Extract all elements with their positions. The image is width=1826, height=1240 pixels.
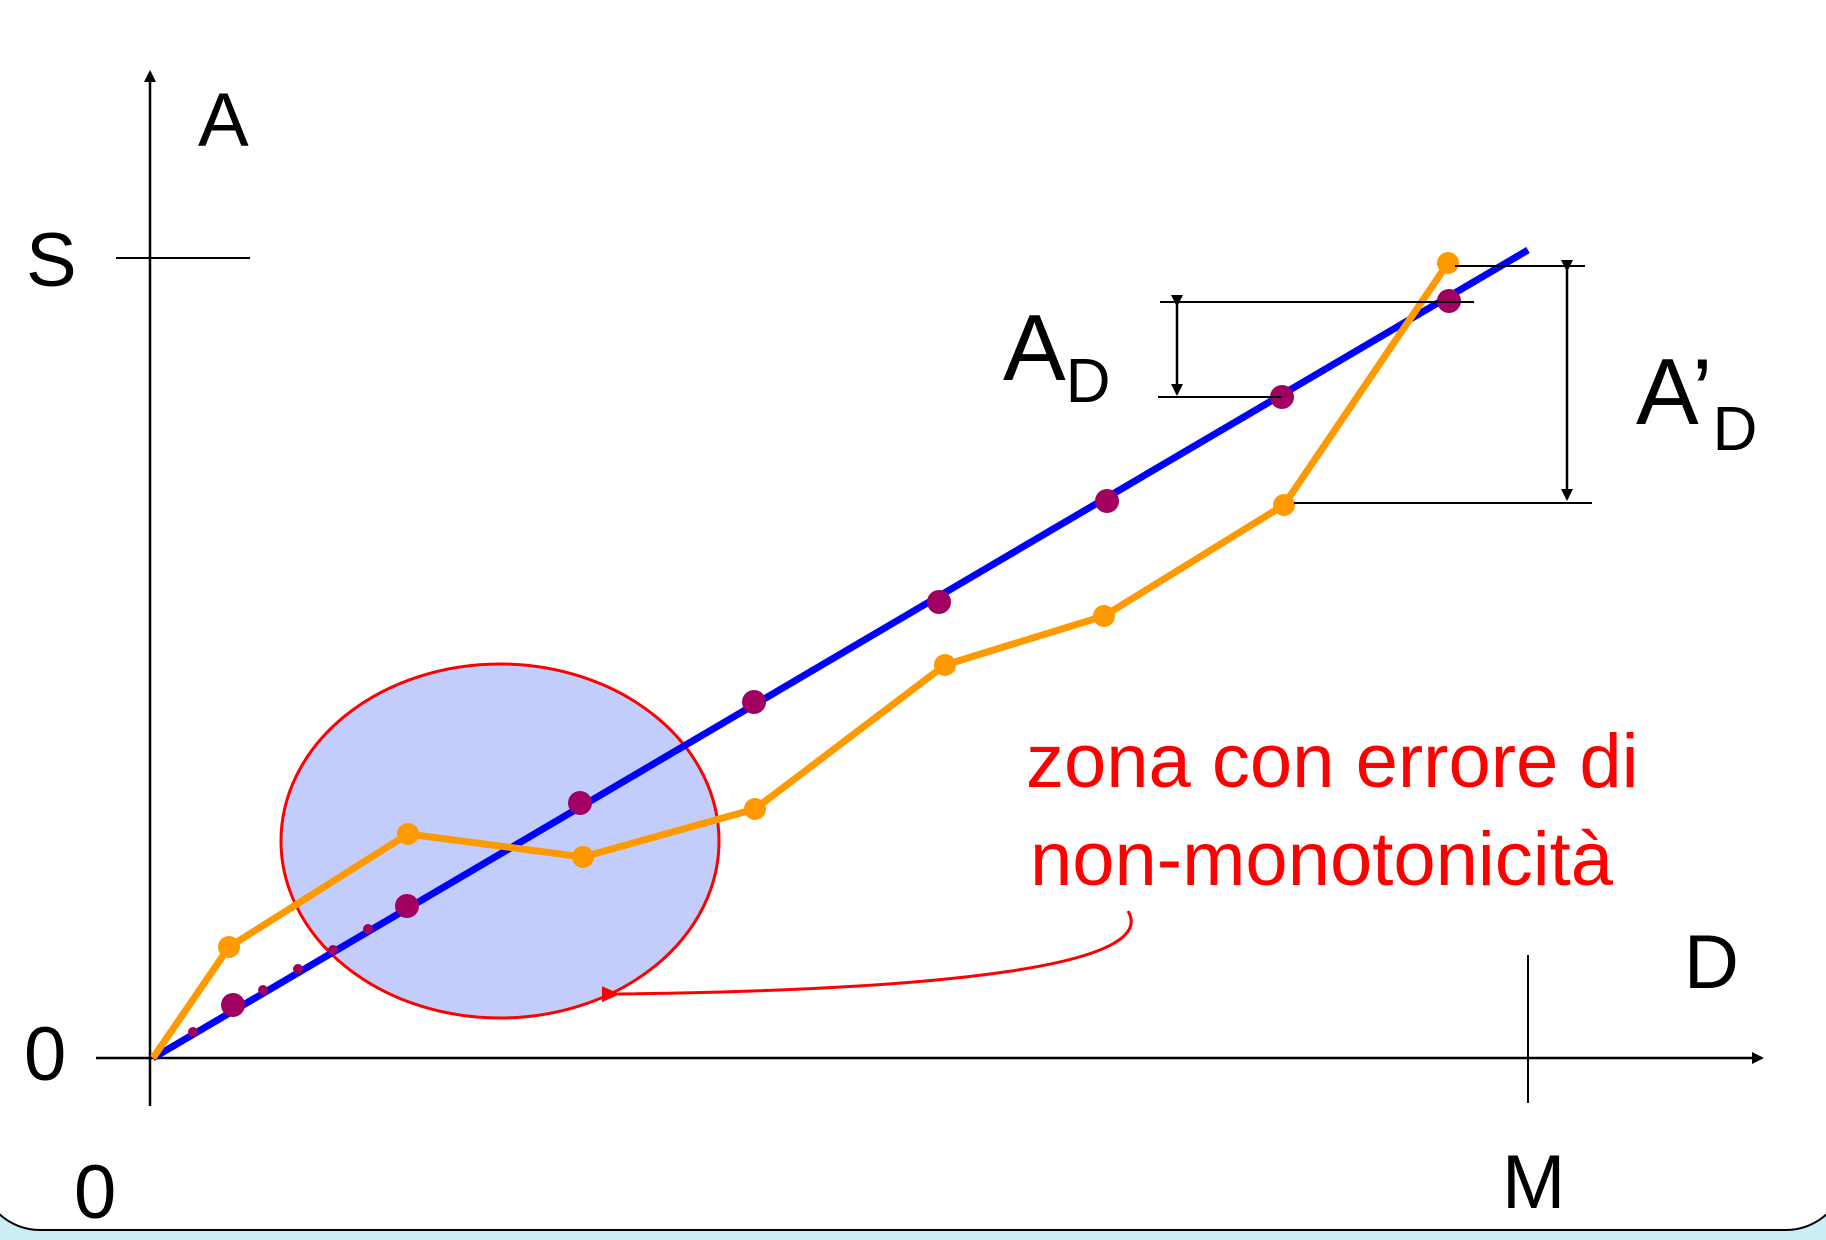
real-point [744,798,766,820]
m-tick-label: M [1502,1140,1565,1225]
ideal-characteristic-line [151,246,1530,1062]
ideal-point [927,590,951,614]
ideal-point [221,993,245,1017]
ad-label-sub: D [1066,347,1111,416]
ad-label: AD [1003,295,1110,416]
x-axis-label: D [1684,920,1739,1005]
ideal-small-point [258,985,268,995]
ideal-small-point [188,1027,198,1037]
ideal-small-point [363,924,373,934]
ad-prime-label: A’D [1636,339,1757,464]
real-point [572,846,594,868]
real-point [218,936,240,958]
ideal-small-point [328,945,338,955]
ideal-point [395,894,419,918]
real-point [1437,252,1459,274]
ideal-point [568,791,592,815]
ideal-small-points [188,924,373,1037]
real-point [1093,605,1115,627]
annotation-line-2: non-monotonicità [1030,817,1614,902]
origin-y-label: 0 [24,1012,66,1097]
ideal-small-point [293,964,303,974]
non-monotonic-zone [279,662,721,1020]
s-tick-label: S [26,218,77,303]
annotation-arrow [601,910,1133,1003]
real-point [397,823,419,845]
ideal-point [742,690,766,714]
ideal-point [1095,489,1119,513]
ad-prime-label-main: A’ [1636,339,1713,444]
origin-x-label: 0 [74,1150,116,1235]
ad-label-main: A [1003,295,1066,400]
real-point [934,654,956,676]
real-point [1273,494,1295,516]
real-points [218,252,1459,958]
annotation-line-1: zona con errore di [1026,719,1639,804]
y-axis-label: A [198,78,249,163]
ad-prime-label-sub: D [1713,395,1758,464]
